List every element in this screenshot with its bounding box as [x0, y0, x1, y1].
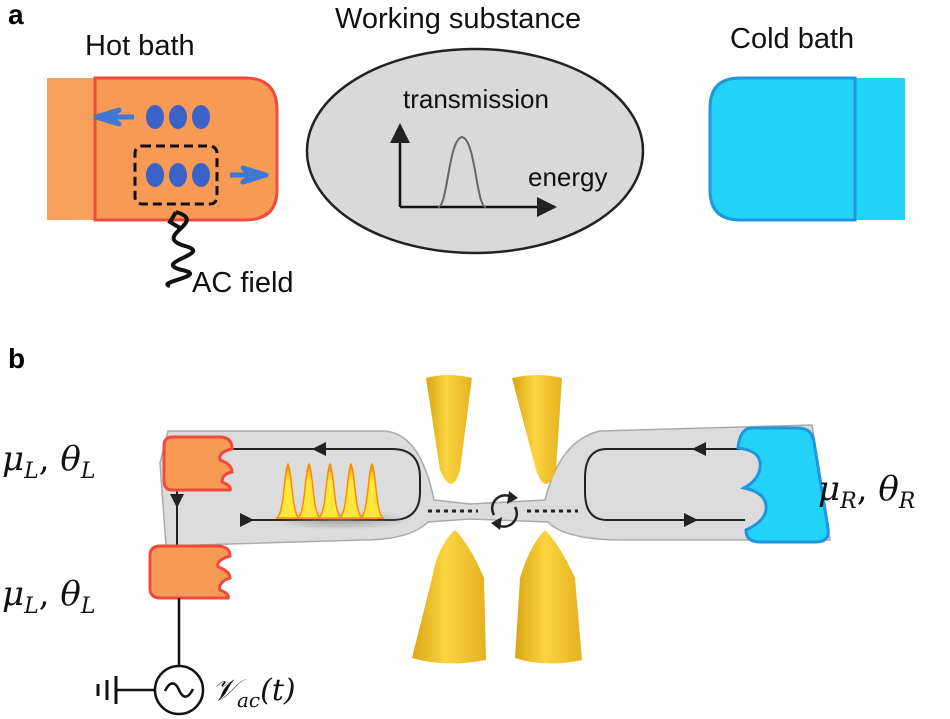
electron	[192, 105, 210, 129]
electron	[192, 163, 210, 187]
panel-b-label: b	[8, 343, 25, 374]
gold-gate-bottom-left	[412, 530, 486, 664]
circulation-icon	[490, 491, 519, 530]
hot-bath-reservoir	[47, 76, 279, 222]
electron-group-bottom	[146, 163, 210, 187]
working-substance-title: Working substance	[335, 3, 581, 35]
gold-gate-top-left	[426, 375, 472, 484]
right-arrow-icon	[230, 165, 269, 185]
channel-arrow-icon	[312, 442, 326, 456]
voltage-pulse	[275, 462, 301, 519]
channel-arrow-icon	[170, 494, 184, 508]
transmission-peak-curve	[437, 135, 487, 208]
right-contact	[736, 426, 830, 544]
working-substance-ellipse	[305, 47, 645, 255]
cold-bath-title: Cold bath	[730, 23, 854, 55]
sine-wave-icon	[163, 682, 195, 698]
left-top-mu-theta-label: μL, θL	[2, 439, 95, 484]
gold-gate-top-right	[512, 375, 562, 484]
voltage-pulse	[338, 462, 364, 519]
electron	[169, 163, 187, 187]
electron	[146, 163, 164, 187]
hot-bath-title: Hot bath	[85, 30, 195, 62]
voltage-pulses	[275, 462, 385, 519]
right-mu-theta-label: μR, θR	[818, 469, 915, 514]
left-arrow-icon	[93, 107, 134, 127]
right-edge-channel	[584, 448, 745, 521]
cold-bath-reservoir	[708, 76, 905, 222]
plot-ylabel: transmission	[403, 84, 549, 114]
hall-bar-device	[159, 424, 831, 547]
left-top-contact	[162, 435, 234, 492]
ac-field-label: AC field	[192, 267, 294, 299]
voltage-pulse	[359, 462, 385, 519]
plot-xlabel: energy	[528, 162, 608, 192]
ac-voltage-label: 𝒱ac(t)	[212, 673, 296, 712]
channel-arrow-icon	[240, 513, 254, 527]
ac-field-wave-icon	[165, 210, 195, 288]
dashed-excitation-box	[133, 144, 219, 206]
channel-arrow-icon	[692, 442, 706, 456]
voltage-pulse	[296, 462, 322, 519]
electron-group-top	[146, 105, 210, 129]
left-bottom-mu-theta-label: μL, θL	[2, 574, 95, 619]
electron	[169, 105, 187, 129]
ground-icon	[96, 676, 118, 704]
electron	[146, 105, 164, 129]
left-bottom-contact	[148, 544, 232, 600]
gold-gate-bottom-right	[515, 530, 582, 664]
panel-a-label: a	[8, 0, 24, 30]
voltage-pulse	[317, 462, 343, 519]
transmission-plot-axes	[390, 123, 557, 217]
channel-arrow-icon	[684, 513, 698, 527]
